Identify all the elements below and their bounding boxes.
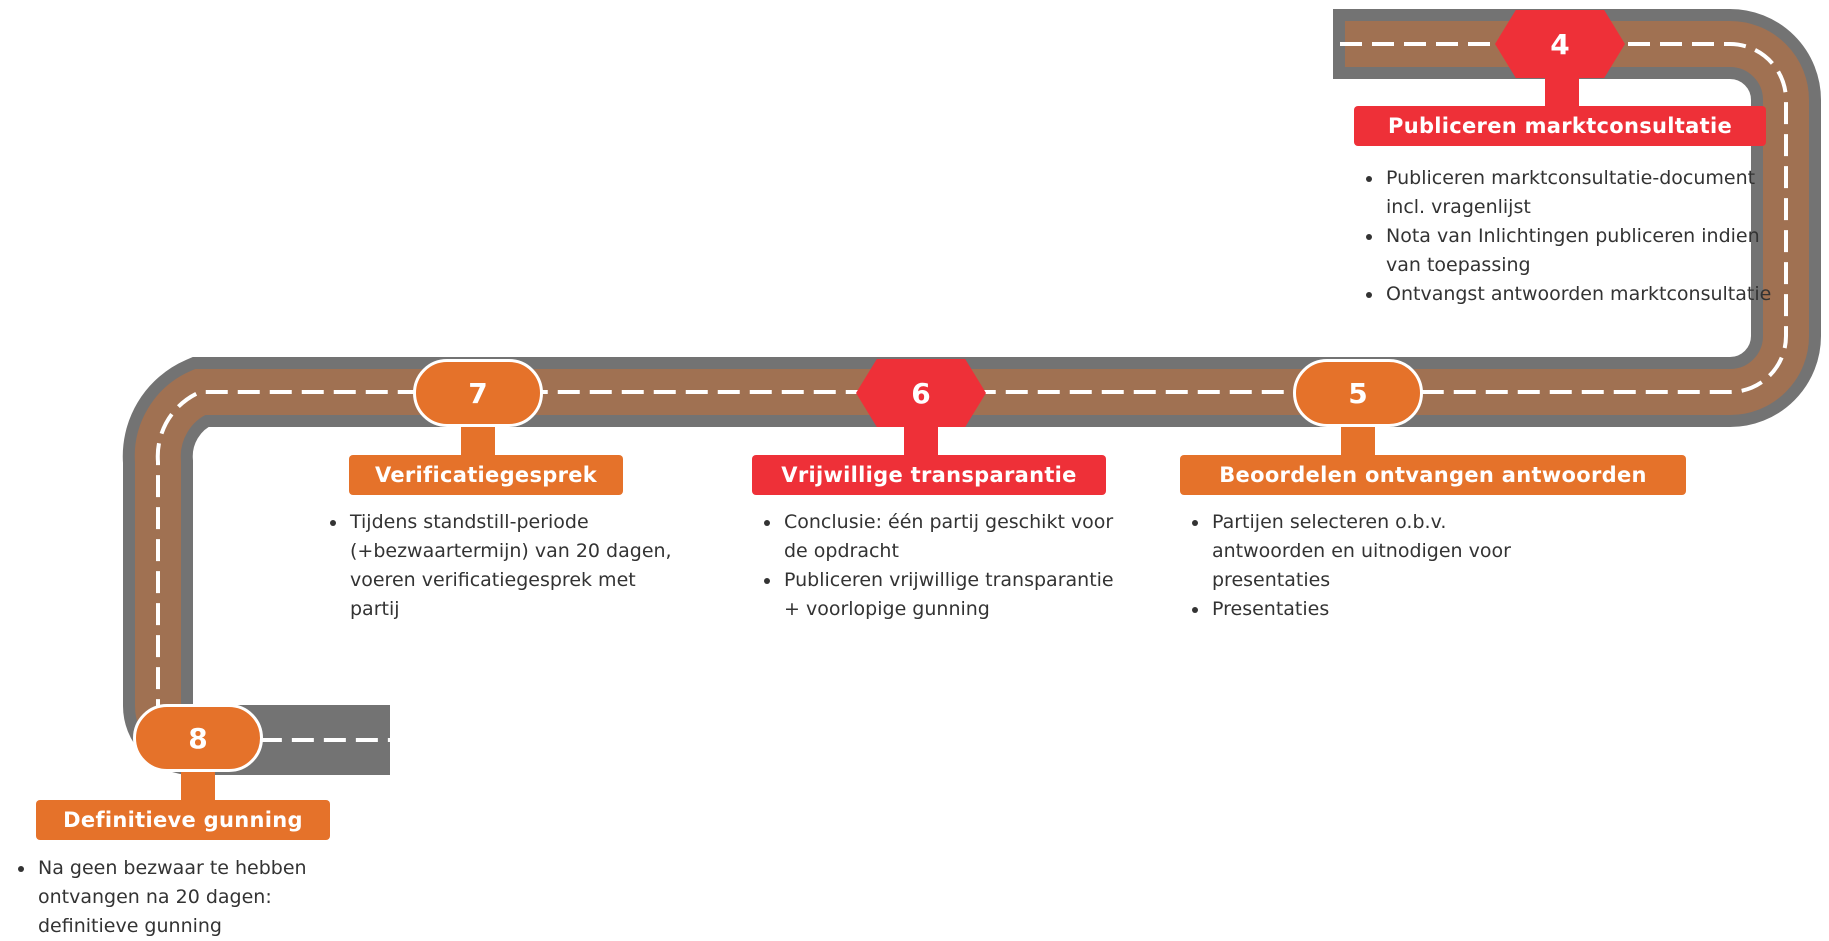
step-5-bullet-1: Partijen selecteren o.b.v. antwoorden en…	[1210, 508, 1550, 595]
step-7-connector	[461, 427, 495, 455]
step-8-connector	[181, 772, 215, 800]
road-start-cap	[1333, 9, 1345, 79]
step-5-bullets: Partijen selecteren o.b.v. antwoorden en…	[1180, 508, 1550, 624]
step-5-bullet-2: Presentaties	[1210, 595, 1550, 624]
step-4-connector	[1545, 78, 1579, 106]
step-8-title: Definitieve gunning	[36, 800, 330, 840]
step-5-connector	[1341, 427, 1375, 455]
step-5-title: Beoordelen ontvangen antwoorden	[1180, 455, 1686, 495]
step-7-bullets: Tijdens standstill-periode (+bezwaarterm…	[318, 508, 688, 624]
step-6-bullet-1: Conclusie: één partij geschikt voor de o…	[782, 508, 1132, 566]
step-4-bullets: Publiceren marktconsultatie-document inc…	[1354, 164, 1784, 309]
step-8-badge: 8	[133, 704, 263, 772]
step-5-badge: 5	[1293, 359, 1423, 427]
step-8-bullet-1: Na geen bezwaar te hebben ontvangen na 2…	[36, 854, 366, 941]
step-4-bullet-2: Nota van Inlichtingen publiceren indien …	[1384, 222, 1784, 280]
step-7-badge: 7	[413, 359, 543, 427]
step-4-badge: 4	[1495, 10, 1625, 78]
step-7-bullet-1: Tijdens standstill-periode (+bezwaarterm…	[348, 508, 688, 624]
step-8-bullets: Na geen bezwaar te hebben ontvangen na 2…	[6, 854, 366, 941]
step-4-bullet-3: Ontvangst antwoorden marktconsultatie	[1384, 280, 1784, 309]
step-6-title: Vrijwillige transparantie	[752, 455, 1106, 495]
step-4-title: Publiceren marktconsultatie	[1354, 106, 1766, 146]
step-6-bullets: Conclusie: één partij geschikt voor de o…	[752, 508, 1132, 624]
step-4-bullet-1: Publiceren marktconsultatie-document inc…	[1384, 164, 1784, 222]
step-6-bullet-2: Publiceren vrijwillige transparantie + v…	[782, 566, 1132, 624]
step-6-connector	[904, 427, 938, 455]
step-7-title: Verificatiegesprek	[349, 455, 623, 495]
step-6-badge: 6	[856, 359, 986, 427]
